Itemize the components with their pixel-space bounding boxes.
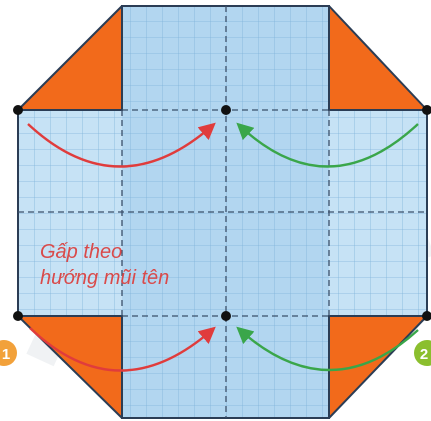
instruction-line-2: hướng mũi tên <box>40 267 169 289</box>
step-marker-1-circle <box>0 340 17 366</box>
instruction-line-1: Gấp theo <box>40 241 122 263</box>
step-marker-1-label: 1 <box>2 346 10 363</box>
fold-points <box>13 105 431 321</box>
step-marker-2-label: 2 <box>420 346 428 363</box>
point-bottom-center <box>221 311 231 321</box>
point-bottom-left <box>13 311 23 321</box>
green-arrow-top <box>236 122 419 168</box>
red-arrow-top <box>27 122 216 168</box>
fold-arrows <box>27 122 419 372</box>
point-top-center <box>221 105 231 115</box>
step-marker-1: 1 <box>0 340 17 366</box>
point-top-right <box>422 105 431 115</box>
green-arrow-bottom <box>236 326 419 372</box>
point-bottom-right <box>422 311 431 321</box>
step-marker-2-circle <box>414 340 431 366</box>
red-arrow-bottom <box>29 326 216 372</box>
point-top-left <box>13 105 23 115</box>
step-marker-2: 2 <box>414 340 431 366</box>
